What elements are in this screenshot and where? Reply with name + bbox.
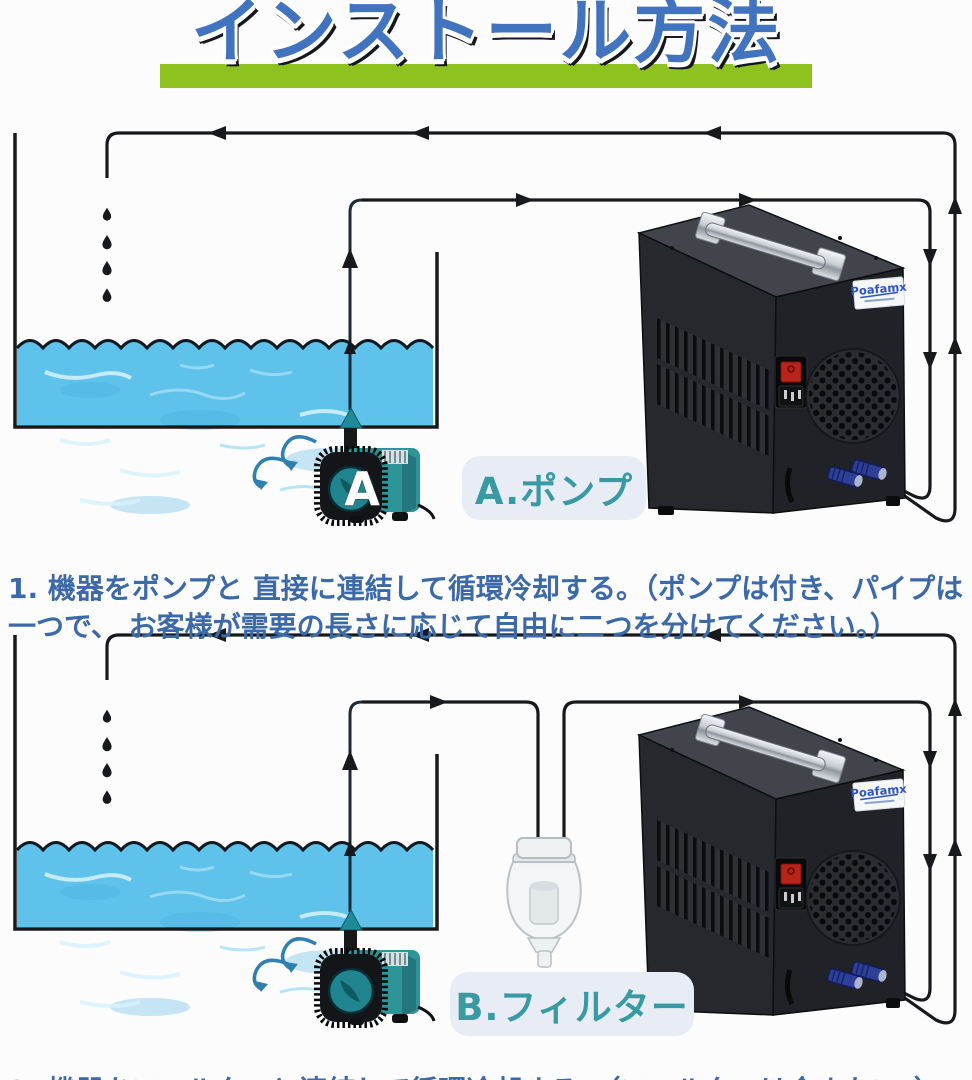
page-title: インストール方法 [190,0,782,73]
pipe-pump-to-filter [362,695,540,842]
label-filter-text: B.フィルター [455,986,689,1029]
diagram-a: A [15,126,962,523]
flow-arrow-right [739,695,757,709]
label-pump-text: A.ポンプ [474,470,634,513]
flow-arrow-right [430,695,448,709]
pipe-pump-to-chiller [362,193,918,207]
inline-filter [506,837,582,968]
diagram-b [15,628,962,1025]
label-pump: A.ポンプ [462,456,646,520]
pump-letter: A [344,462,380,516]
label-filter: B.フィルター [450,972,694,1036]
flow-arrow-right [739,193,757,207]
flow-arrow-right [516,193,534,207]
title-underline-bar [160,64,812,88]
pipe-filter-to-chiller [562,695,918,842]
step2-caption: 2. 機器をフィルターと連結して循環冷却する。（フィルターは含まない。） [8,1072,964,1080]
step1-caption: 1. 機器をポンプと 直接に連結して循環冷却する。（ポンプは付き、パイプは一つで… [8,572,964,644]
